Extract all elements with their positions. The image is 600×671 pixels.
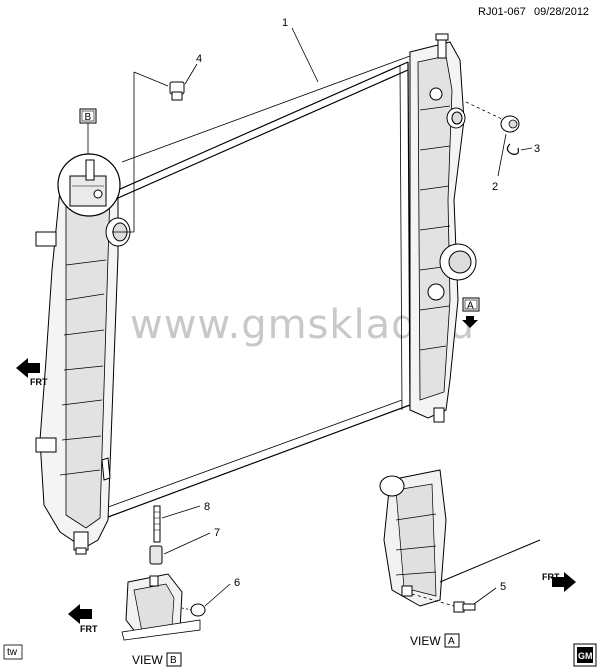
svg-text:GM: GM bbox=[578, 651, 593, 661]
leader-8 bbox=[161, 505, 201, 519]
svg-text:B: B bbox=[170, 655, 177, 666]
svg-text:FRT: FRT bbox=[80, 624, 98, 634]
detail-b-circle bbox=[57, 153, 121, 217]
callout-3: 3 bbox=[534, 143, 540, 155]
callout-5: 5 bbox=[500, 581, 506, 593]
radiator-core bbox=[99, 55, 411, 521]
view-box-a: A bbox=[462, 297, 480, 312]
frt-arrow-view-b: FRT bbox=[68, 604, 98, 634]
svg-text:A: A bbox=[448, 636, 455, 647]
diagram-date: 09/28/2012 bbox=[534, 6, 589, 18]
view-a-detail bbox=[379, 469, 447, 607]
callout-1: 1 bbox=[282, 17, 288, 29]
view-b-caption: VIEW B bbox=[132, 652, 182, 667]
corner-tag: tw bbox=[3, 644, 23, 660]
part-4-bolt bbox=[169, 81, 185, 101]
view-a-caption: VIEW A bbox=[410, 633, 460, 648]
callout-2: 2 bbox=[492, 181, 498, 193]
svg-text:VIEW: VIEW bbox=[132, 653, 163, 667]
frt-arrow-left: FRT bbox=[16, 358, 48, 387]
svg-text:FRT: FRT bbox=[30, 377, 48, 387]
right-tank bbox=[409, 33, 477, 423]
gm-logo: GM bbox=[573, 643, 597, 667]
left-tank bbox=[35, 177, 131, 555]
assembly-line-5 bbox=[411, 593, 455, 607]
view-b-bracket bbox=[121, 573, 201, 641]
part-2-grommet bbox=[500, 115, 520, 133]
callout-6: 6 bbox=[234, 577, 240, 589]
frt-arrow-view-a: FRT bbox=[542, 572, 576, 592]
svg-text:B: B bbox=[85, 112, 92, 123]
callout-8: 8 bbox=[204, 501, 210, 513]
part-3-clip bbox=[506, 143, 519, 155]
callout-7: 7 bbox=[214, 527, 220, 539]
assembly-line-4 bbox=[112, 71, 169, 233]
assembly-line-6 bbox=[181, 607, 193, 611]
view-a-arrow-icon bbox=[462, 316, 478, 328]
svg-text:FRT: FRT bbox=[542, 572, 560, 582]
leader-6 bbox=[204, 583, 231, 607]
part-5-drain-plug bbox=[453, 601, 476, 613]
svg-text:A: A bbox=[467, 301, 474, 312]
leader-5 bbox=[473, 587, 497, 605]
svg-text:tw: tw bbox=[7, 647, 18, 658]
assembly-line-2 bbox=[465, 101, 505, 121]
svg-text:VIEW: VIEW bbox=[410, 634, 441, 648]
part-8-pin bbox=[153, 505, 161, 543]
leader-1 bbox=[291, 27, 319, 83]
leader-7 bbox=[163, 532, 211, 555]
leader-3 bbox=[520, 147, 533, 151]
callout-4: 4 bbox=[196, 53, 202, 65]
leader-4 bbox=[184, 63, 198, 85]
view-a-hose-line bbox=[439, 539, 541, 583]
part-6-cap bbox=[190, 603, 206, 617]
view-box-b: B bbox=[79, 108, 97, 124]
diagram-reference: RJ01-067 bbox=[478, 6, 526, 18]
leader-2 bbox=[497, 133, 507, 177]
part-7-insulator bbox=[149, 545, 163, 565]
